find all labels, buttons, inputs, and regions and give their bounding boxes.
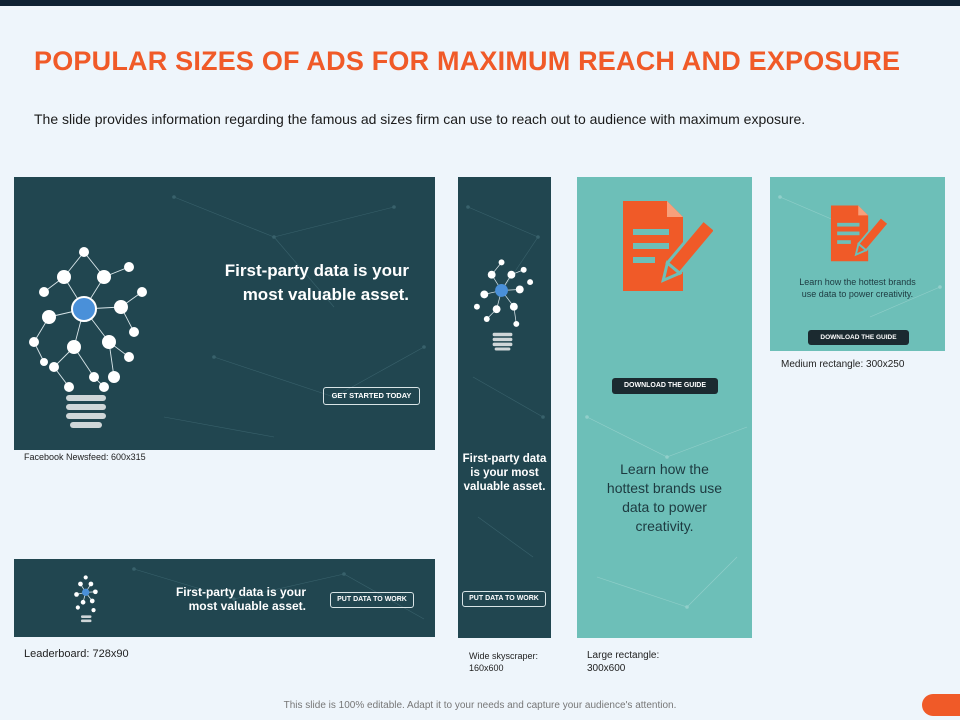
medium-download-guide-button[interactable]: DOWNLOAD THE GUIDE (808, 330, 909, 345)
lightbulb-network-icon (29, 247, 147, 428)
medium-rect-text-line1: Learn how the hottest brands (799, 277, 916, 287)
large-rect-text-line4: creativity. (635, 518, 694, 534)
slide-title: POPULAR SIZES OF ADS FOR MAXIMUM REACH A… (34, 46, 901, 76)
network-background (163, 195, 426, 438)
facebook-newsfeed-ad: First-party data is your most valuable a… (14, 177, 435, 450)
skyscraper-headline-line2: is your most (470, 467, 539, 479)
leaderboard-caption: Leaderboard: 728x90 (24, 648, 129, 660)
get-started-button[interactable]: GET STARTED TODAY (323, 387, 420, 405)
lightbulb-network-icon (473, 259, 534, 351)
slide-subtitle: The slide provides information regarding… (34, 111, 806, 127)
document-pencil-icon (830, 205, 888, 262)
document-pencil-icon (623, 201, 713, 291)
network-background (132, 567, 425, 620)
large-rect-caption-line2: 300x600 (587, 663, 626, 674)
leaderboard-headline-line1: First-party data is your (175, 585, 306, 599)
facebook-headline-line2: most valuable asset. (242, 285, 409, 304)
wide-skyscraper-ad: First-party data is your most valuable a… (458, 177, 551, 638)
facebook-caption: Facebook Newsfeed: 600x315 (24, 452, 146, 462)
large-rect-text-line3: data to power (622, 499, 707, 515)
skyscraper-headline-line1: First-party data (462, 453, 547, 465)
skyscraper-caption-line1: Wide skyscraper: (469, 651, 539, 661)
accent-pill (922, 694, 960, 716)
leaderboard-ad: First-party data is your most valuable a… (14, 559, 435, 637)
large-rect-caption-line1: Large rectangle: (587, 650, 660, 661)
network-background (585, 415, 748, 609)
network-background (466, 205, 545, 558)
top-bar (0, 0, 960, 6)
download-guide-button[interactable]: DOWNLOAD THE GUIDE (612, 378, 718, 394)
medium-rect-text-line2: use data to power creativity. (801, 289, 914, 299)
skyscraper-headline-line3: valuable asset. (463, 481, 546, 493)
lightbulb-network-icon (74, 575, 98, 623)
facebook-headline-line1: First-party data is your (224, 261, 409, 280)
skyscraper-put-data-button[interactable]: PUT DATA TO WORK (462, 591, 546, 607)
large-rect-text-line1: Learn how the (620, 461, 709, 477)
slide-footer: This slide is 100% editable. Adapt it to… (283, 700, 677, 711)
medium-rect-caption: Medium rectangle: 300x250 (781, 359, 905, 370)
medium-rectangle-ad: Learn how the hottest brands use data to… (770, 177, 945, 351)
skyscraper-caption-line2: 160x600 (469, 663, 504, 673)
leaderboard-headline-line2: most valuable asset. (188, 599, 306, 613)
large-rectangle-ad: DOWNLOAD THE GUIDE Learn how the hottest… (577, 177, 752, 638)
put-data-to-work-button[interactable]: PUT DATA TO WORK (330, 592, 414, 608)
large-rect-text-line2: hottest brands use (606, 480, 723, 496)
